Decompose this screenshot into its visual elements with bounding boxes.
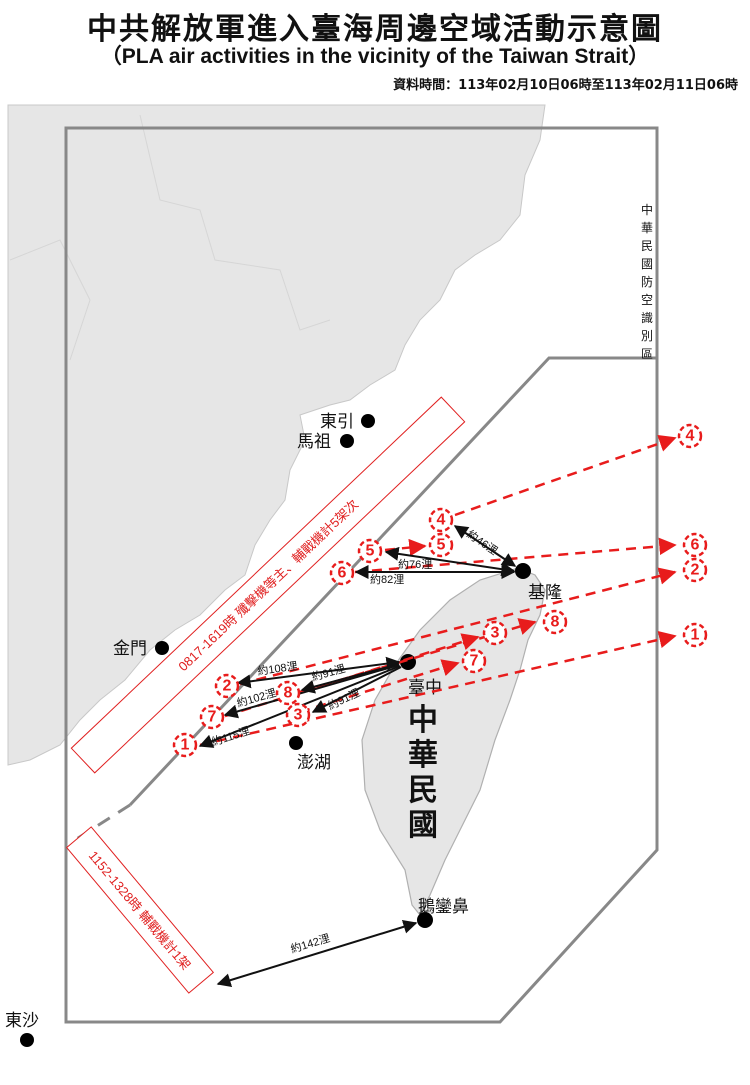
track-7-line bbox=[299, 659, 460, 714]
distance-82: 約82浬 bbox=[370, 572, 404, 586]
svg-text:國: 國 bbox=[408, 808, 438, 843]
marker-5-end: 5 bbox=[428, 532, 454, 558]
marker-8-end: 8 bbox=[542, 609, 568, 635]
svg-text:2: 2 bbox=[223, 678, 232, 695]
track-5-line bbox=[384, 538, 427, 557]
distance-46: 約46浬 bbox=[464, 527, 500, 558]
marker-7-start: 7 bbox=[199, 704, 225, 730]
adiz-label: 中 華 民 國 防 空 識 別 區 bbox=[641, 202, 653, 361]
svg-text:中: 中 bbox=[408, 703, 438, 738]
place-keelung: 基隆 bbox=[528, 583, 562, 603]
taiwan-island bbox=[361, 567, 546, 917]
marker-8-start: 8 bbox=[275, 680, 301, 706]
place-kinmen: 金門 bbox=[113, 639, 147, 659]
svg-text:7: 7 bbox=[470, 653, 479, 670]
place-dongyin: 東引 bbox=[320, 412, 354, 432]
place-eluanbi: 鵝鑾鼻 bbox=[418, 897, 469, 917]
svg-text:民: 民 bbox=[641, 239, 653, 253]
province-border bbox=[9, 239, 91, 361]
penghu-dot bbox=[289, 736, 303, 750]
marker-6-start: 6 bbox=[329, 560, 355, 586]
place-dongsha: 東沙 bbox=[5, 1011, 39, 1031]
marker-2-start: 2 bbox=[214, 673, 240, 699]
place-taichung: 臺中 bbox=[408, 678, 442, 698]
distance-arrows bbox=[198, 525, 517, 987]
svg-text:1: 1 bbox=[181, 737, 190, 754]
place-penghu: 澎湖 bbox=[297, 753, 331, 773]
eluanbi-dot bbox=[417, 912, 433, 928]
svg-text:4: 4 bbox=[686, 428, 695, 445]
marker-7-end: 7 bbox=[461, 648, 487, 674]
marker-4-start: 4 bbox=[428, 507, 454, 533]
svg-text:6: 6 bbox=[338, 565, 347, 582]
svg-text:區: 區 bbox=[641, 347, 653, 361]
province-border bbox=[139, 114, 331, 331]
svg-text:民: 民 bbox=[408, 773, 438, 808]
marker-5-start: 5 bbox=[357, 538, 383, 564]
svg-text:華: 華 bbox=[641, 221, 653, 235]
keelung-dot bbox=[515, 563, 531, 579]
distance-76: 約76浬 bbox=[398, 557, 432, 571]
svg-text:5: 5 bbox=[437, 537, 446, 554]
svg-text:8: 8 bbox=[284, 685, 293, 702]
annotation-box-2: 1152-1328時 輔戰機計1架 bbox=[65, 826, 215, 994]
place-matsu: 馬祖 bbox=[297, 432, 331, 452]
marker-1-start: 1 bbox=[172, 732, 198, 758]
marker-3-end: 3 bbox=[482, 620, 508, 646]
marker-3-start: 3 bbox=[285, 702, 311, 728]
svg-text:3: 3 bbox=[491, 625, 500, 642]
marker-6-end: 6 bbox=[682, 532, 708, 558]
svg-text:中: 中 bbox=[641, 202, 653, 217]
marker-2-end: 2 bbox=[682, 557, 708, 583]
svg-text:4: 4 bbox=[437, 512, 446, 529]
marker-1-end: 1 bbox=[682, 622, 708, 648]
svg-text:8: 8 bbox=[551, 614, 560, 631]
data-period: 資料時間：113年02月10日06時至113年02月11日06時 bbox=[393, 78, 738, 93]
track-1-line bbox=[199, 630, 677, 747]
country-label: 中 華 民 國 bbox=[408, 703, 438, 843]
dongsha-dot bbox=[20, 1033, 34, 1047]
median-line bbox=[128, 356, 657, 807]
svg-text:別: 別 bbox=[641, 329, 653, 343]
distance-142: 約142浬 bbox=[289, 931, 332, 956]
adiz-border bbox=[64, 126, 659, 1024]
svg-text:6: 6 bbox=[691, 537, 700, 554]
dongyin-dot bbox=[361, 414, 375, 428]
kinmen-dot bbox=[155, 641, 169, 655]
track-4-line bbox=[454, 434, 677, 517]
svg-text:識: 識 bbox=[641, 311, 653, 325]
svg-text:防: 防 bbox=[641, 274, 653, 289]
matsu-dot bbox=[340, 434, 354, 448]
svg-text:國: 國 bbox=[641, 257, 653, 271]
marker-4-end: 4 bbox=[677, 423, 703, 449]
svg-text:2: 2 bbox=[691, 562, 700, 579]
page-subtitle: （PLA air activities in the vicinity of t… bbox=[100, 45, 650, 68]
svg-text:5: 5 bbox=[366, 543, 375, 560]
svg-text:7: 7 bbox=[208, 709, 217, 726]
svg-text:3: 3 bbox=[294, 707, 303, 724]
svg-text:1: 1 bbox=[691, 627, 700, 644]
svg-text:空: 空 bbox=[641, 293, 653, 307]
track-markers: 4 5 5 6 2 8 3 7 1 4 6 2 8 3 1 7 bbox=[172, 423, 708, 758]
page-title: 中共解放軍進入臺海周邊空域活動示意圖 bbox=[87, 12, 663, 47]
annotation-box-2-text: 1152-1328時 輔戰機計1架 bbox=[86, 848, 194, 973]
svg-text:華: 華 bbox=[408, 738, 438, 773]
mainland-landmass bbox=[7, 104, 546, 766]
